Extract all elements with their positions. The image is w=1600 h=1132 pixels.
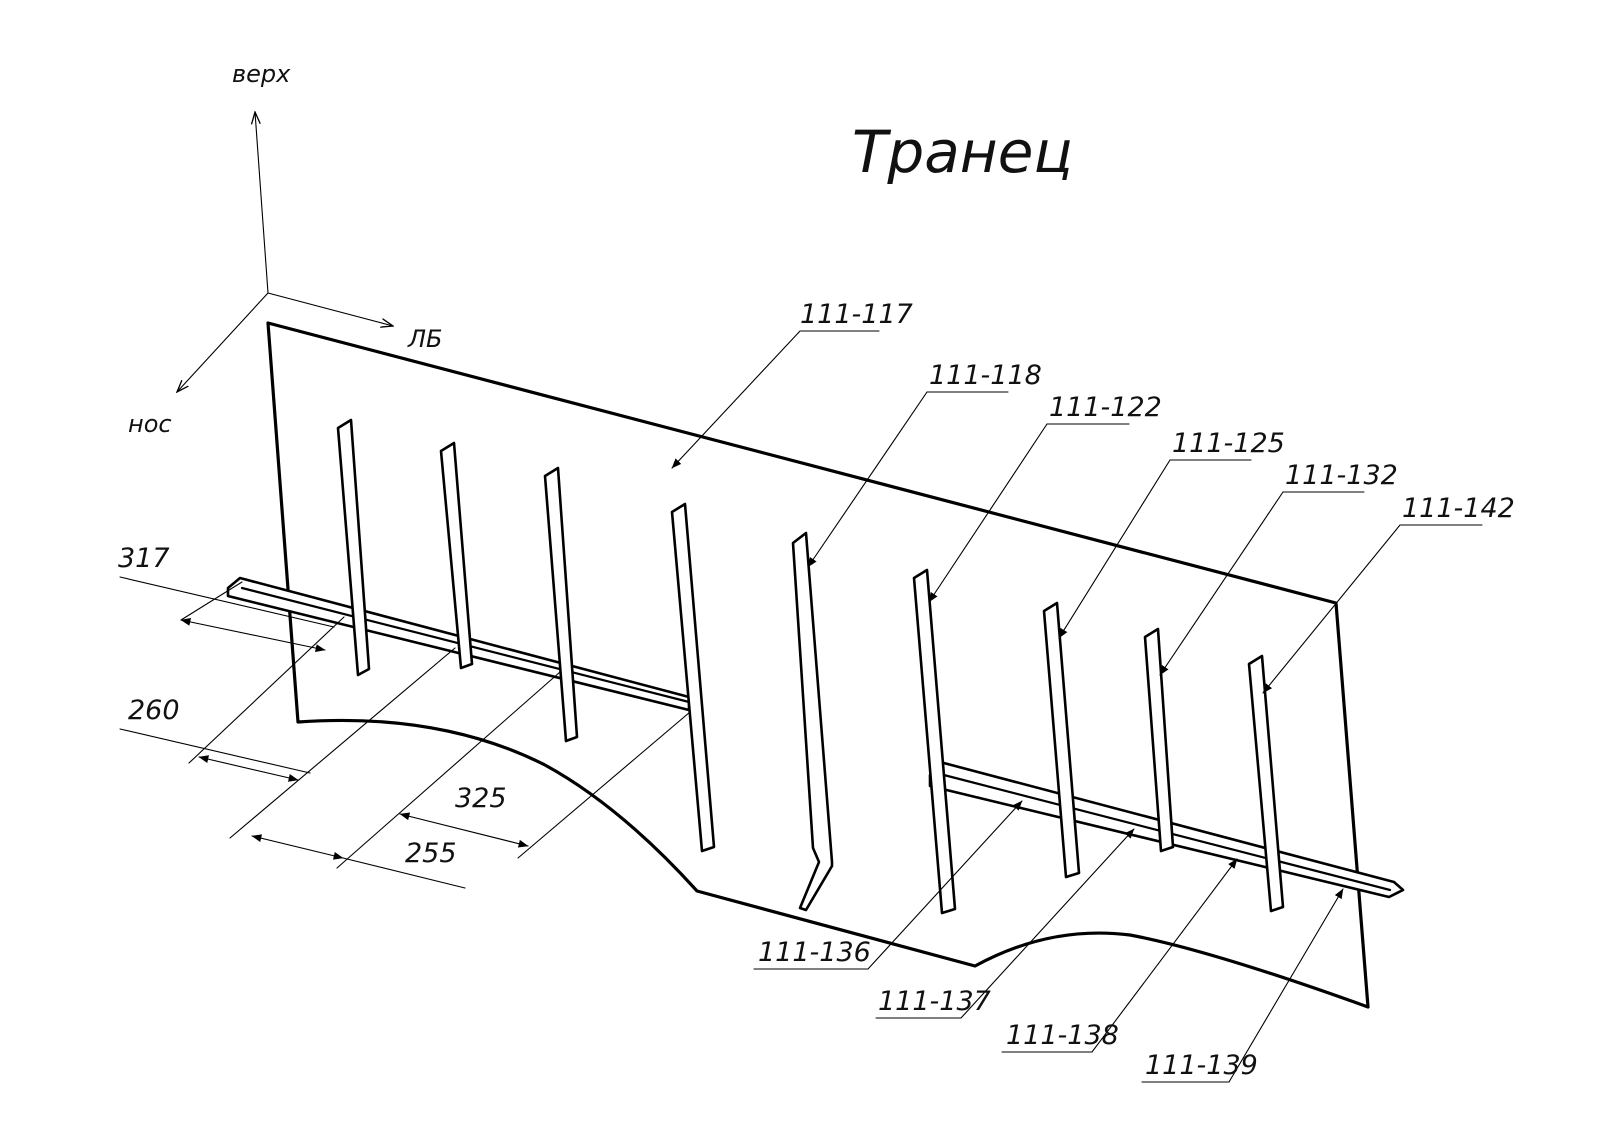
bottom-leaders: 111-136 111-137 111-138 111-139 — [753, 800, 1344, 1083]
axis-up-line — [255, 112, 269, 294]
rib-6 — [912, 568, 957, 915]
label-111-142: 111-142 — [1402, 493, 1515, 524]
rib-5-angled — [791, 531, 834, 912]
axis-side-label: ЛБ — [407, 325, 443, 353]
label-111-117: 111-117 — [800, 299, 913, 330]
axis-side-line — [267, 292, 393, 326]
rib-7 — [1042, 601, 1081, 879]
dim-325: 325 — [455, 783, 507, 814]
label-111-118: 111-118 — [929, 360, 1042, 391]
left-vertical-ribs — [336, 418, 834, 912]
right-vertical-ribs — [912, 568, 1285, 915]
dimension-lines: 317 260 325 255 — [118, 543, 691, 889]
label-111-122: 111-122 — [1049, 392, 1162, 423]
rib-4 — [670, 502, 716, 853]
rib-8 — [1143, 627, 1175, 853]
label-111-139: 111-139 — [1145, 1050, 1258, 1081]
axis-bow-line — [177, 292, 269, 392]
label-111-125: 111-125 — [1172, 428, 1285, 459]
top-leaders: 111-117 111-118 111-122 111-125 111-132 … — [671, 299, 1515, 694]
transom-plate — [266, 321, 1370, 1009]
axis-triad: верх ЛБ нос — [128, 60, 443, 438]
label-111-136: 111-136 — [758, 937, 871, 968]
rib-9 — [1247, 654, 1285, 913]
axis-up-label: верх — [232, 60, 291, 88]
dim-317: 317 — [118, 543, 170, 574]
axis-bow-label: нос — [128, 410, 172, 438]
dim-260: 260 — [128, 695, 180, 726]
rib-1 — [336, 418, 371, 677]
dim-255: 255 — [405, 838, 457, 869]
label-111-138: 111-138 — [1006, 1020, 1119, 1051]
label-111-137: 111-137 — [878, 986, 991, 1017]
drawing-title: Транец — [852, 118, 1073, 186]
rib-3 — [543, 466, 579, 743]
label-111-132: 111-132 — [1285, 460, 1398, 491]
rib-2 — [439, 441, 474, 670]
